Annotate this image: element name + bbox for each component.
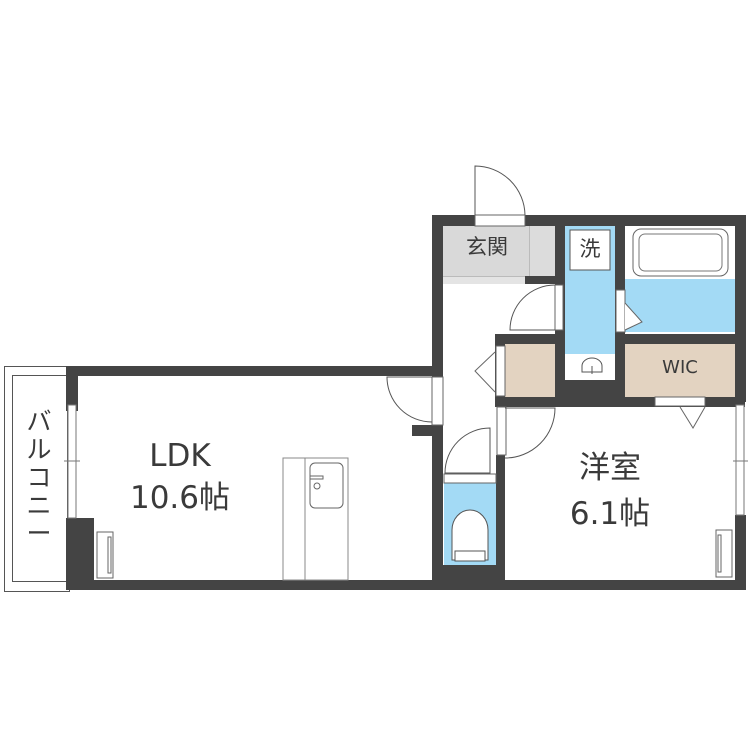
bathroom-floor: [625, 279, 735, 332]
wic-room: [625, 344, 735, 397]
bathtub-icon: [632, 228, 729, 277]
wall: [555, 380, 625, 407]
washroom-label-box: [569, 229, 611, 271]
entrance-step: [443, 276, 525, 284]
ldk-size: 10.6帖: [129, 480, 231, 516]
wall: [432, 215, 443, 377]
wall: [66, 366, 436, 376]
wall: [412, 425, 443, 436]
wic-door-arrow-icon: [679, 406, 706, 429]
toilet-door-swing-icon: [444, 427, 491, 474]
entrance-door-frame: [474, 214, 526, 227]
entrance-label: 玄関: [466, 235, 508, 259]
bathroom-folding-door: [615, 289, 626, 333]
wall: [432, 425, 443, 590]
wall: [66, 580, 746, 590]
wall: [735, 215, 746, 402]
western-room-size: 6.1帖: [569, 496, 651, 532]
entrance-door-swing-icon: [474, 165, 526, 216]
washroom-label: 洗: [579, 237, 601, 261]
bathroom-door-arrow-icon: [624, 302, 643, 331]
wall: [66, 518, 94, 590]
wall: [735, 515, 746, 590]
toilet-door: [443, 473, 497, 484]
wall: [432, 215, 746, 226]
kitchen-sink-icon: [309, 462, 344, 509]
wic-door: [654, 396, 706, 407]
wall: [495, 334, 555, 344]
closet-door-arrow-icon: [474, 351, 496, 393]
wall: [496, 455, 505, 590]
western-room-name: 洋室: [579, 450, 641, 486]
ldk-door: [431, 376, 444, 426]
washroom-door: [554, 284, 564, 331]
wall: [615, 334, 745, 344]
western-room-door-swing-icon: [504, 407, 556, 459]
western-room-door: [496, 406, 507, 456]
toilet-icon: [451, 509, 489, 561]
wic-label: WIC: [662, 357, 698, 378]
closet: [505, 344, 555, 397]
shoe-cabinet: [529, 226, 555, 276]
closet-door: [495, 345, 506, 397]
balcony: [4, 366, 70, 592]
wall: [443, 565, 505, 590]
washroom-door-swing-icon: [509, 284, 556, 331]
western-room-window: [735, 404, 745, 516]
ldk-name: LDK: [149, 438, 211, 474]
wall: [525, 276, 555, 284]
washbasin-icon: [581, 357, 603, 373]
wall: [66, 366, 78, 411]
ldk-door-swing-icon: [386, 376, 433, 423]
balcony-label: バルコニー: [26, 407, 52, 548]
